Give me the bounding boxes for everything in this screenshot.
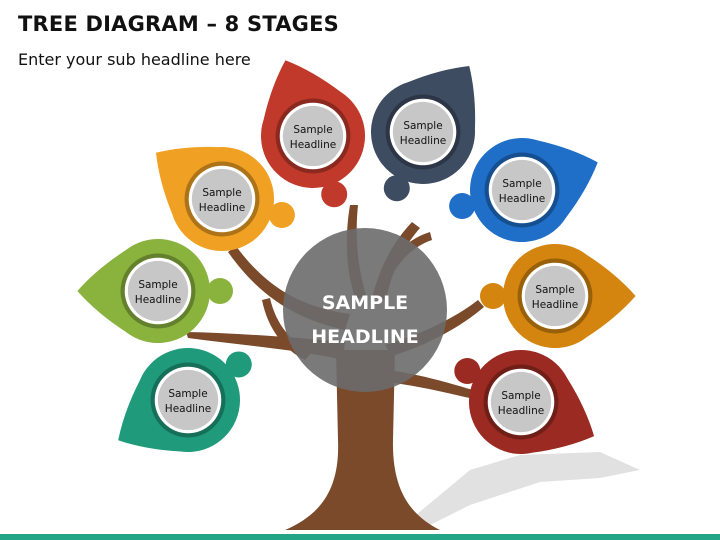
stage-label-line2: Headline <box>199 202 245 214</box>
center-title-line1: SAMPLE <box>322 292 408 314</box>
stage-disc <box>157 369 219 431</box>
stage-label-line2: Headline <box>499 193 545 205</box>
stage-label-line2: Headline <box>400 135 446 147</box>
stage-disc <box>524 265 586 327</box>
tree-shadow <box>410 452 640 525</box>
stage-leaf-neck <box>394 167 411 184</box>
center-title-line2: HEADLINE <box>311 326 418 348</box>
stage-leaf-neck <box>198 283 214 299</box>
stage-leaf-neck <box>471 370 488 386</box>
stage-label-line1: Sample <box>501 390 540 402</box>
stage-leaf-neck <box>260 203 277 220</box>
stage-leaf-neck <box>499 288 515 304</box>
stage-label-line1: Sample <box>168 388 207 400</box>
stage-leaf-stem <box>207 278 233 304</box>
stage-label-line2: Headline <box>165 403 211 415</box>
stage-leaf-neck <box>321 173 338 190</box>
footer-bar <box>0 534 720 540</box>
stage-disc <box>127 260 189 322</box>
stage-disc <box>490 371 552 433</box>
stage-leaf-stem <box>480 283 506 309</box>
center-circle <box>283 228 447 392</box>
stage-label-line1: Sample <box>202 187 241 199</box>
stage-leaf-neck <box>219 364 236 381</box>
page-subtitle: Enter your sub headline here <box>18 50 251 69</box>
stage-leaf-neck <box>467 194 484 211</box>
stage-label-line1: Sample <box>502 178 541 190</box>
stage-label-line2: Headline <box>498 405 544 417</box>
stage-disc <box>392 101 454 163</box>
page-title: TREE DIAGRAM – 8 STAGES <box>18 12 339 36</box>
stage-label-line2: Headline <box>532 299 578 311</box>
stage-label-line2: Headline <box>290 139 336 151</box>
stage-disc <box>191 168 253 230</box>
stage-disc <box>491 159 553 221</box>
stage-label-line1: Sample <box>403 120 442 132</box>
stage-label-line1: Sample <box>293 124 332 136</box>
stage-label-line1: Sample <box>535 284 574 296</box>
stage-label-line1: Sample <box>138 279 177 291</box>
stage-label-line2: Headline <box>135 294 181 306</box>
stage-disc <box>282 105 344 167</box>
